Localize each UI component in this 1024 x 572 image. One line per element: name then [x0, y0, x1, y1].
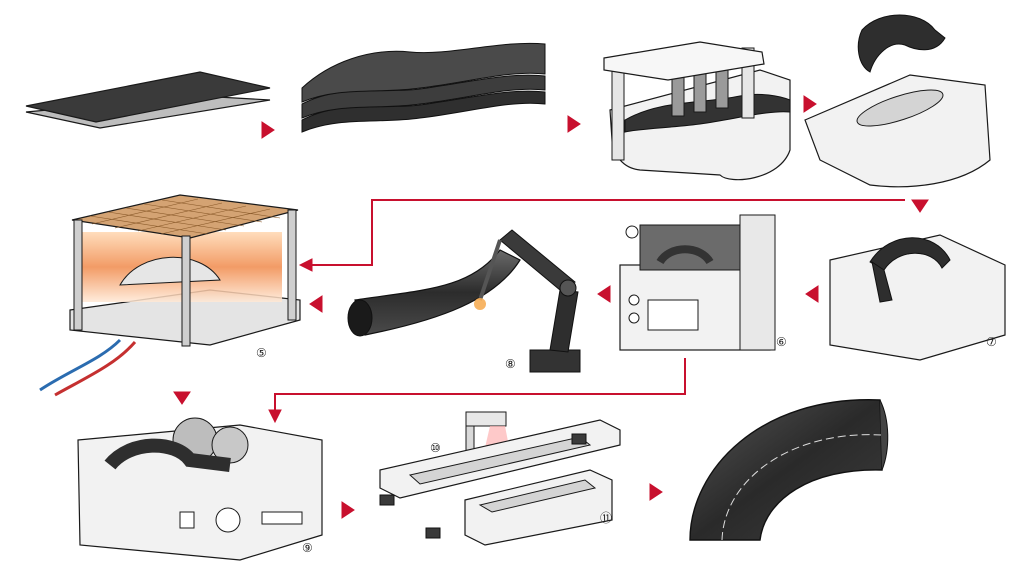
- step-10-label: ⑩: [430, 441, 441, 455]
- tray-upper-inset: [408, 436, 592, 485]
- cutter-slot: [261, 511, 303, 525]
- robot-base: [529, 349, 581, 373]
- stage-mold: [804, 14, 991, 188]
- oven-mesh-top: [71, 194, 299, 239]
- inspected-part-3: [571, 433, 587, 445]
- flow-arrows: [173, 95, 929, 519]
- flow-line-bottom-head: [268, 409, 282, 424]
- mold-cavity: [856, 89, 944, 127]
- stage-press: [603, 41, 791, 181]
- arrow-6-8: [597, 285, 611, 303]
- machine-screen: [647, 299, 699, 331]
- oven-cable-red: [54, 341, 137, 397]
- arrow-9-10: [341, 501, 355, 519]
- arrow-1-2: [261, 121, 275, 139]
- arrow-2-3: [567, 115, 581, 133]
- step-5-label: ⑤: [256, 346, 267, 360]
- arrow-11-final: [649, 483, 663, 501]
- robot-arm-lower: [549, 289, 579, 353]
- oven-post-fr: [181, 235, 191, 347]
- stage-flat-sheets: [25, 71, 271, 129]
- oven-post-br: [287, 209, 297, 321]
- oven-cable-blue: [39, 338, 122, 392]
- machine-tower: [739, 214, 776, 351]
- stage-stacked-sheets: [301, 42, 546, 133]
- flow-line-bottom: [274, 358, 686, 412]
- step-6-label: ⑥: [776, 335, 787, 349]
- stacked-sheet-1: [301, 42, 546, 103]
- fixture-pipe: [869, 237, 951, 271]
- arrow-8-5: [309, 295, 323, 313]
- arrow-7-6: [805, 285, 819, 303]
- mold-block: [804, 74, 991, 188]
- finished-elbow: [689, 399, 883, 541]
- flat-sheet-top: [25, 71, 271, 123]
- oven-part: [119, 256, 221, 286]
- inspected-part-1: [379, 494, 395, 506]
- machine-knob-2: [628, 312, 640, 324]
- stage-forming-machine: ⑥: [619, 214, 787, 351]
- tray-lower-inset: [478, 479, 597, 513]
- flow-line-top: [312, 199, 905, 266]
- stage-oven: ⑤: [39, 194, 301, 397]
- cutter-pipe: [104, 438, 231, 472]
- press-column-left: [611, 69, 625, 161]
- step-8-label: ⑧: [505, 357, 516, 371]
- press-top-plate: [603, 41, 765, 81]
- stage-cutting-machine: ⑨: [77, 417, 323, 561]
- curved-part: [857, 14, 946, 73]
- stage-inspection: ⑩ ⑪: [379, 411, 621, 546]
- machine-knob-1: [628, 294, 640, 306]
- arrow-5-9: [173, 391, 191, 405]
- flow-line-top-head: [298, 258, 313, 272]
- machine-pipe: [656, 245, 714, 265]
- oven-post-fl: [73, 219, 83, 331]
- welding-torch: [478, 239, 502, 301]
- step-9-label: ⑨: [302, 541, 313, 555]
- welded-pipe: [354, 249, 521, 336]
- fixture-pipe-leg: [871, 260, 893, 303]
- inspected-part-2: [425, 527, 441, 539]
- scanner-head: [465, 411, 507, 427]
- stage-finished-elbow: [689, 399, 889, 541]
- robot-joint: [559, 279, 577, 297]
- cutter-body: [77, 424, 323, 561]
- stage-welding-robot: ⑧: [347, 229, 581, 373]
- arrow-3-4: [803, 95, 817, 113]
- arrow-4-7: [911, 199, 929, 213]
- welded-pipe-end: [347, 299, 373, 337]
- finished-elbow-end: [879, 399, 889, 471]
- machine-gauge: [625, 225, 639, 239]
- weld-spark: [474, 298, 486, 310]
- cutter-panel: [179, 511, 195, 529]
- step-7-label: ⑦: [986, 335, 997, 349]
- step-11-label: ⑪: [600, 511, 612, 525]
- stage-fixture: ⑦: [829, 234, 1006, 361]
- cutter-dial: [215, 507, 241, 533]
- oven-mesh-grid: [89, 198, 281, 235]
